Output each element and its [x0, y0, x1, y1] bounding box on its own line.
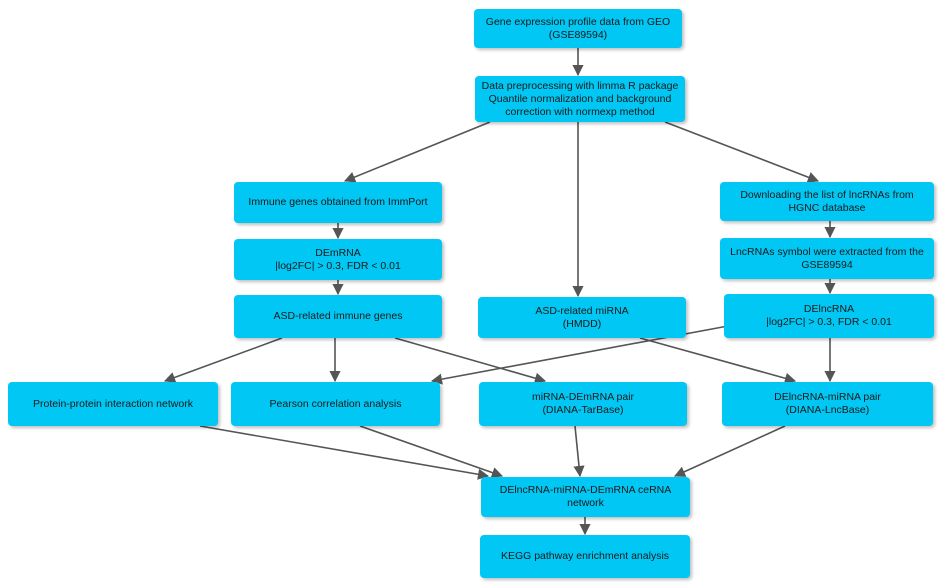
node-lnc-symbol: LncRNAs symbol were extracted from the G…: [720, 238, 934, 279]
arrow-delnc-mirna-to-cerna: [673, 425, 786, 477]
arrow-mirna-demrna-to-cerna: [573, 425, 585, 478]
arrow-asd-immune-to-mirna-demrna: [394, 337, 547, 384]
node-demrna: DEmRNA |log2FC| > 0.3, FDR < 0.01: [234, 239, 442, 280]
node-delnc-mirna: DElncRNA-miRNA pair (DIANA-LncBase): [722, 382, 933, 426]
node-asd-immune: ASD-related immune genes: [234, 295, 442, 338]
node-kegg: KEGG pathway enrichment analysis: [480, 535, 690, 578]
arrow-ppi-to-cerna: [199, 425, 490, 480]
node-pearson: Pearson correlation analysis: [231, 382, 440, 426]
node-cerna: DElncRNA-miRNA-DEmRNA ceRNA network: [481, 477, 690, 517]
arrow-asd-immune-to-ppi: [163, 337, 283, 383]
node-ppi: Protein-protein interaction network: [8, 382, 218, 426]
node-hgnc: Downloading the list of lncRNAs from HGN…: [720, 182, 934, 221]
node-mirna-demrna: miRNA-DEmRNA pair (DIANA-TarBase): [479, 382, 687, 426]
node-delncrna: DElncRNA |log2FC| > 0.3, FDR < 0.01: [724, 294, 934, 338]
arrow-asd-mirna-to-delnc-mirna: [639, 337, 797, 384]
arrow-pearson-to-cerna: [359, 425, 504, 478]
arrow-preprocess-to-immport: [343, 121, 491, 183]
node-asd-mirna: ASD-related miRNA (HMDD): [478, 297, 686, 338]
node-geo: Gene expression profile data from GEO (G…: [474, 9, 682, 48]
node-immport: Immune genes obtained from ImmPort: [234, 182, 442, 223]
node-preprocess: Data preprocessing with limma R package …: [475, 76, 685, 122]
arrow-preprocess-to-hgnc: [664, 121, 820, 183]
